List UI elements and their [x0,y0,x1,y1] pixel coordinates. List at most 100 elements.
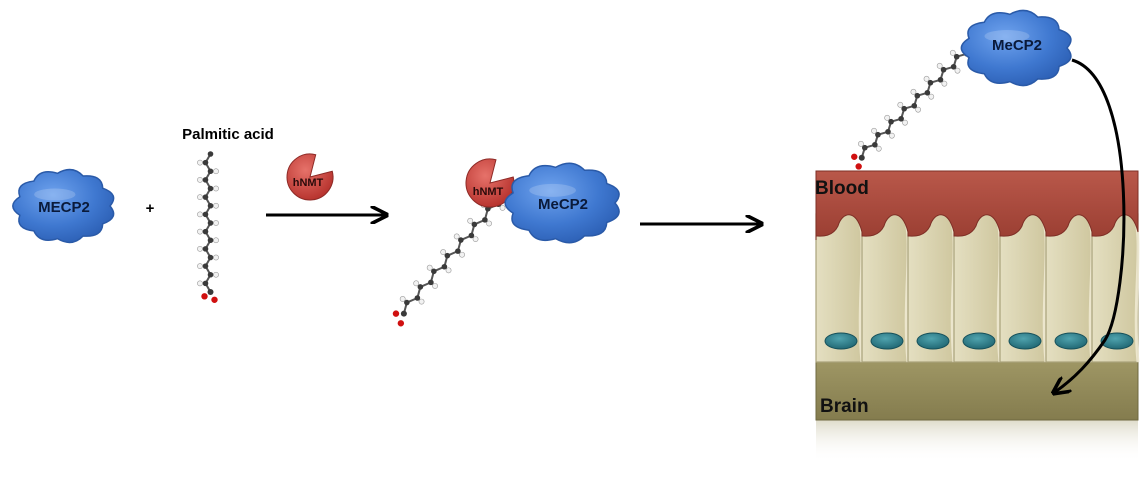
hydrogen-atom [197,211,203,218]
hnmt-enzyme-1: hNMT [286,153,334,201]
hydrogen-atom [197,228,203,235]
hnmt-label-1: hNMT [293,177,324,189]
carbon-atom [441,263,448,270]
carbon-atom [431,268,437,275]
carbon-atom [404,299,410,306]
hydrogen-atom [197,159,203,166]
carbon-atom [875,131,881,138]
cell-nucleus [962,332,996,350]
hydrogen-atom [399,296,406,302]
carbon-atom [455,248,461,254]
carbon-atom [914,92,921,99]
hydrogen-atom [418,298,425,305]
carbon-atom [858,154,865,161]
hydrogen-atom [197,176,203,183]
carbon-atom [927,79,934,86]
hydrogen-atom [472,236,479,243]
hydrogen-atom [213,220,219,226]
cell-nucleus [1100,332,1134,350]
blob-highlight [34,188,76,201]
carbon-atom [207,220,214,226]
hydrogen-atom [915,106,922,113]
carbon-atom [207,151,214,157]
brain-label: Brain [820,396,869,417]
carbon-atom [468,232,475,239]
protein-blob-shape [960,9,1072,87]
mecp2-protein-middle [504,162,620,244]
mecp2-middle-label: MeCP2 [538,196,588,213]
carbon-atom [888,118,894,125]
palmitic-acid-label: Palmitic acid [182,126,274,143]
carbon-atom [202,246,209,252]
oxygen-atom [392,310,400,317]
hydrogen-atom [197,245,203,252]
hydrogen-atom [213,185,219,192]
hydrogen-atom [432,283,438,289]
protein-blob-shape [12,168,115,244]
mecp2-left-label: MECP2 [38,199,90,216]
cell-nucleus [916,332,950,350]
brain-layer [815,361,1139,421]
hydrogen-atom [453,233,460,240]
carbon-atom [898,115,904,122]
hydrogen-atom [413,280,420,287]
hydrogen-atom [875,145,882,152]
carbon-atom [458,237,464,243]
cell-nucleus [1008,332,1042,350]
palmitic-acid-molecule [197,151,219,303]
oxygen-atom [201,293,208,300]
mecp2-protein-left [12,168,115,244]
hydrogen-atom [928,93,935,100]
hydrogen-atom [213,254,219,261]
hydrogen-atom [871,127,877,134]
hydrogen-atom [902,119,908,126]
carbon-atom [202,263,209,269]
hydrogen-atom [426,264,433,271]
hnmt-label-2: hNMT [473,186,504,198]
hydrogen-atom [440,249,447,255]
oxygen-atom [397,320,405,327]
carbon-atom [207,202,214,209]
carbon-atom [207,254,214,261]
carbon-atom [202,280,209,287]
carbon-atom [202,177,209,183]
carbon-atom [202,194,209,200]
carbon-atom [950,63,957,70]
palmitoyl-chain-right [851,49,970,170]
hydrogen-atom [923,75,930,82]
carbon-atom [444,252,451,259]
blood-label: Blood [815,178,869,199]
barrier-reflection [816,420,1138,462]
hydrogen-atom [197,263,203,270]
hydrogen-atom [445,267,452,274]
carbon-atom [207,185,214,192]
hydrogen-atom [897,101,904,108]
carbon-atom [202,211,209,218]
carbon-atom [872,141,878,148]
cell-nucleus [1054,332,1088,350]
carbon-atom [207,289,214,295]
hydrogen-atom [197,194,203,201]
hydrogen-atom [213,168,219,175]
carbon-atom [202,159,209,166]
hydrogen-atom [499,204,506,211]
blood-layer [815,170,1139,240]
plus-sign: + [146,200,155,217]
hydrogen-atom [213,202,219,209]
carbon-atom [471,221,478,228]
carbon-atom [911,102,918,109]
carbon-atom [207,237,214,244]
carbon-atom [202,228,209,235]
protein-blob-shape [504,162,620,244]
carbon-atom [924,89,931,96]
hydrogen-atom [884,114,891,121]
blood-brain-barrier: Blood Brain [815,170,1140,462]
hydrogen-atom [467,217,474,224]
hydrogen-atom [858,140,864,147]
oxygen-atom [211,296,218,303]
hydrogen-atom [459,251,465,258]
carbon-atom [862,144,868,151]
carbon-atom [207,271,214,278]
hnmt-enzyme-2: hNMT [465,158,515,208]
